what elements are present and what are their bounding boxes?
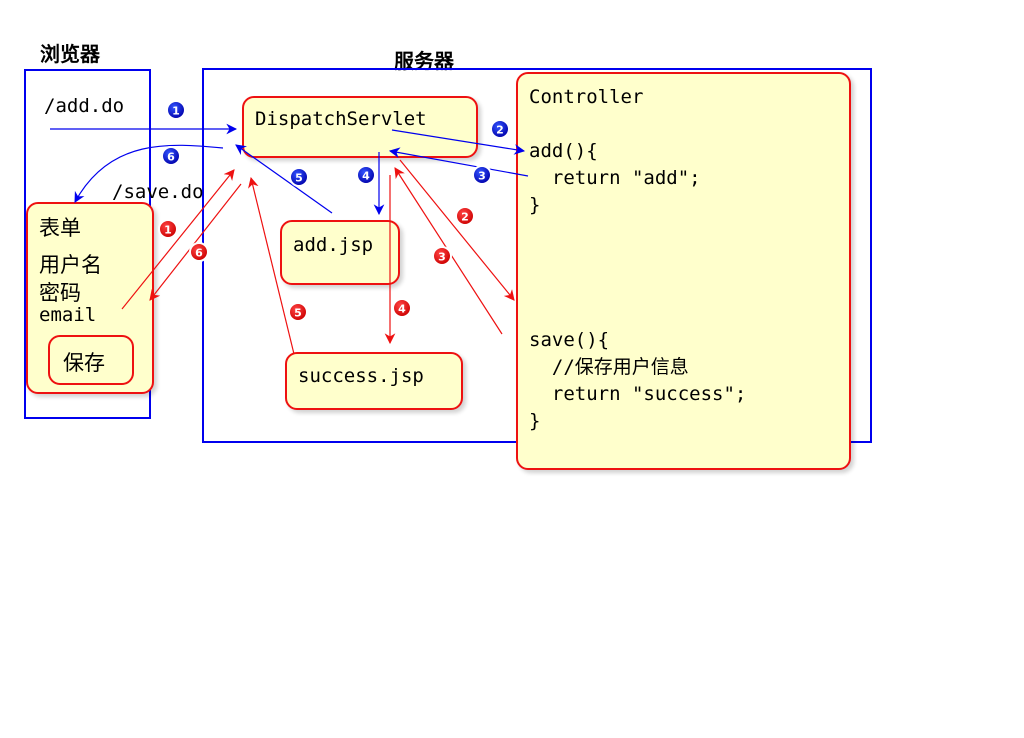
red-arrow-5 [248,176,295,355]
code-line: return "add"; [529,167,701,189]
form-title: 表单 [39,216,81,240]
svg-text:2: 2 [461,211,469,224]
controller-code: add(){ return "add"; } save(){ //保存用户信息 … [529,111,746,435]
success-jsp-box: success.jsp [285,352,463,410]
red-arrow-6 [149,183,242,301]
add-jsp-label: add.jsp [293,234,374,256]
add-url-label: /add.do [44,95,125,117]
dispatch-servlet-box: DispatchServlet [242,96,478,158]
code-line-add-signature: add(){ [529,140,598,162]
red-step-badge-1: 1 [158,219,178,239]
svg-text:2: 2 [496,124,504,137]
red-step-badge-4: 4 [392,298,412,318]
code-line: } [529,410,541,432]
blue-step-badge-6: 6 [161,146,181,166]
svg-text:4: 4 [398,303,406,316]
svg-text:5: 5 [294,307,302,320]
blue-arrow-2 [391,129,526,155]
blue-step-badge-3: 3 [472,165,492,185]
save-url-label: /save.do [112,181,204,203]
red-arrow-2 [399,159,515,301]
svg-text:1: 1 [172,105,180,118]
blue-step-badge-4: 4 [356,165,376,185]
svg-text:6: 6 [167,151,175,164]
svg-text:3: 3 [478,170,486,183]
red-step-badge-6: 6 [189,242,209,262]
form-field-username[interactable]: 用户名 [39,253,102,277]
dispatch-servlet-label: DispatchServlet [255,108,427,130]
svg-text:3: 3 [438,251,446,264]
controller-title: Controller [529,86,644,108]
red-step-badge-2: 2 [455,206,475,226]
red-step-badge-3: 3 [432,246,452,266]
controller-box: Controller add(){ return "add"; } save()… [516,72,851,470]
form-field-password[interactable]: 密码 [39,281,81,305]
svg-text:6: 6 [195,247,203,260]
red-step-badge-5: 5 [288,302,308,322]
blue-step-badge-1: 1 [166,100,186,120]
svg-text:5: 5 [295,172,303,185]
code-line: return "success"; [529,383,747,405]
svg-text:4: 4 [362,170,370,183]
code-line: } [529,194,541,216]
save-button[interactable]: 保存 [48,335,134,385]
save-button-label: 保存 [63,351,105,375]
blue-step-badge-5: 5 [289,167,309,187]
red-arrow-1 [121,169,235,310]
svg-text:1: 1 [164,224,172,237]
add-jsp-box: add.jsp [280,220,400,285]
blue-arrow-5 [235,144,333,214]
blue-step-badge-2: 2 [490,119,510,139]
blue-arrow-6 [74,144,224,203]
success-jsp-label: success.jsp [298,365,424,387]
code-line: //保存用户信息 [529,356,689,378]
browser-label: 浏览器 [40,42,100,66]
code-line-save-signature: save(){ [529,329,610,351]
blue-arrow-3 [388,147,529,177]
form-field-email[interactable]: email [39,304,97,326]
form-box: 表单 用户名 密码 email 保存 [26,202,154,394]
